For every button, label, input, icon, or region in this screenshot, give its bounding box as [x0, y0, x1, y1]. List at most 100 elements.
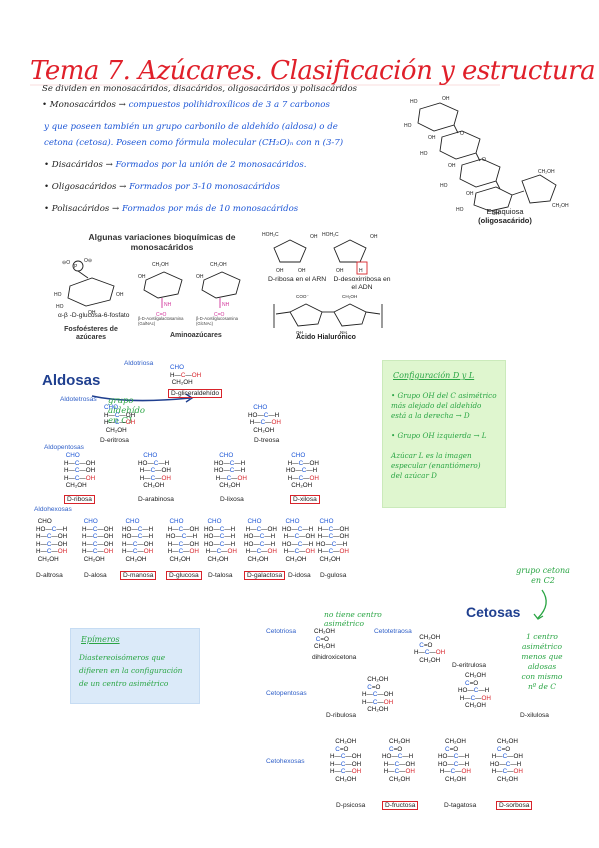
config-text: • Grupo OH del C asimétrico más alejado … — [391, 391, 497, 480]
eritrulosa-label: D-eritrulosa — [452, 662, 487, 669]
cetotriose-label: Cetotriosa — [266, 628, 297, 635]
svg-text:OH: OH — [138, 274, 146, 280]
svg-text:O: O — [482, 157, 486, 163]
ribose-caption: D-ribosa en el ARN — [268, 276, 327, 283]
aldotetroses-label: Aldotetrosas — [60, 396, 97, 403]
svg-text:NH: NH — [340, 330, 347, 335]
svg-text:CH₂OH: CH₂OH — [552, 203, 569, 209]
title-underline — [30, 84, 500, 86]
svg-text:CH₂OH: CH₂OH — [152, 262, 169, 268]
ribosa-label: D-ribosa — [64, 495, 95, 504]
phosphate-caption: α-β -D-glucosa-6-fosfato — [58, 312, 130, 319]
no-center-note: no tiene centro asimétrico — [324, 610, 382, 628]
epimers-text: Diastereoisómeros que difieren en la con… — [79, 653, 183, 688]
manosa-label: D-manosa — [120, 571, 157, 580]
svg-text:CH₂OH: CH₂OH — [538, 169, 555, 175]
phosphate-label: Fosfoésteres de azúcares — [64, 326, 118, 341]
fischer-alosa: CHO H—C—OH H—C—OH H—C—OH H—C—OH CH₂OH — [82, 518, 114, 563]
bullet-monosacaridos: • Monosacáridos → compuestos polihidroxí… — [42, 100, 330, 110]
variations-title: Algunas variaciones bioquímicas de monos… — [88, 232, 236, 252]
fischer-idosa: CHO HO—C—H H—C—OH HO—C—H H—C—OH CH₂OH — [282, 518, 315, 563]
fischer-arabinosa: CHO HO—C—H H—C—OH H—C—OH CH₂OH — [138, 452, 171, 490]
gulosa-label: D-gulosa — [320, 572, 347, 579]
fischer-xilosa: CHO H—C—OH HO—C—H H—C—OH CH₂OH — [286, 452, 319, 490]
ketone-note-arrow — [533, 589, 547, 620]
ketone-group-note: grupo cetona en C2 — [516, 566, 570, 585]
aldohexoses-label: Aldohexosas — [34, 506, 72, 513]
arabinosa-label: D-arabinosa — [138, 496, 174, 503]
fischer-glucosa: CHO H—C—OH HO—C—H H—C—OH H—C—OH CH₂OH — [166, 518, 199, 563]
svg-text:OH: OH — [88, 310, 96, 316]
aldoses-arrow — [91, 393, 194, 403]
cetotetraose-label: Cetotetraosa — [374, 628, 412, 635]
deoxyribose-caption: D-desoxirribosa en el ADN — [333, 276, 391, 291]
xilulosa-label: D-xilulosa — [520, 712, 549, 719]
psicosa-label: D-psicosa — [336, 802, 366, 809]
idosa-label: D-idosa — [288, 572, 311, 579]
alosa-label: D-alosa — [84, 572, 107, 579]
dihidroxicetona-label: dihidroxicetona — [312, 654, 357, 661]
svg-text:O⊖: O⊖ — [84, 258, 92, 264]
gliceraldehido-label: D-gliceraldehído — [168, 389, 223, 398]
galnac-caption: β-D-Acetilgalactosamina (GalNAc) — [138, 316, 184, 326]
fischer-treosa: CHO HO—C—H H—C—OH CH₂OH — [248, 404, 281, 434]
fischer-fructosa: CH₂OH C=O HO—C—H H—C—OH H—C—OH CH₂OH — [382, 738, 415, 783]
svg-text:OH: OH — [428, 135, 436, 141]
fischer-dihidroxicetona: CH₂OH C=O CH₂OH — [314, 628, 335, 651]
svg-text:HOH₂C: HOH₂C — [262, 232, 279, 238]
altrosa-label: D-altrosa — [36, 572, 63, 579]
ribulosa-label: D-ribulosa — [326, 712, 357, 719]
svg-text:OH: OH — [466, 191, 474, 197]
glucosa-label: D-glucosa — [166, 571, 202, 580]
svg-text:NH: NH — [164, 302, 172, 308]
fischer-xilulosa: CH₂OH C=O HO—C—H H—C—OH CH₂OH — [458, 672, 491, 710]
bullet-disacaridos: • Disacáridos → Formados por la unión de… — [44, 160, 307, 170]
page-title: Tema 7. Azúcares. Clasificación y estruc… — [30, 56, 596, 86]
epimers-title: Epímeros — [81, 635, 120, 644]
fischer-tagatosa: CH₂OH C=O HO—C—H HO—C—H H—C—OH CH₂OH — [438, 738, 471, 783]
svg-text:OH: OH — [296, 330, 303, 335]
bullet-polisacaridos: • Polisacáridos → Formados por más de 10… — [44, 204, 299, 214]
svg-text:COO⁻: COO⁻ — [296, 294, 309, 299]
svg-text:HO: HO — [440, 183, 448, 189]
fructosa-label: D-fructosa — [382, 801, 419, 810]
aldehyde-note: grupo aldehído en C1 — [108, 396, 146, 426]
svg-text:HO: HO — [404, 123, 412, 129]
svg-text:HO: HO — [456, 207, 464, 213]
svg-text:HO: HO — [54, 292, 62, 298]
svg-text:HO: HO — [410, 99, 418, 105]
cetohexoses-label: Cetohexosas — [266, 758, 305, 765]
svg-text:NH: NH — [222, 302, 230, 308]
galactosa-label: D-galactosa — [244, 571, 286, 580]
svg-text:OH: OH — [196, 274, 204, 280]
cetopentoses-label: Cetopentosas — [266, 690, 307, 697]
aldotriose-label: Aldotriosa — [124, 360, 154, 367]
svg-text:CH₂OH: CH₂OH — [342, 294, 357, 299]
fischer-sorbosa: CH₂OH C=O H—C—OH HO—C—H H—C—OH CH₂OH — [490, 738, 523, 783]
fischer-ribulosa: CH₂OH C=O H—C—OH H—C—OH CH₂OH — [362, 676, 394, 714]
lixosa-label: D-lixosa — [220, 496, 244, 503]
treosa-label: D-treosa — [254, 437, 280, 444]
svg-text:OH: OH — [448, 163, 456, 169]
svg-text:HO: HO — [56, 304, 64, 310]
svg-text:⊖O: ⊖O — [62, 260, 70, 266]
bullet-mono-line2: y que poseen también un grupo carbonilo … — [44, 122, 338, 132]
fischer-psicosa: CH₂OH C=O H—C—OH H—C—OH H—C—OH CH₂OH — [330, 738, 362, 783]
eritrosa-label: D-eritrosa — [100, 437, 129, 444]
bullet-oligosacaridos: • Oligosacáridos → Formados por 3-10 mon… — [44, 182, 280, 192]
config-title: Configuración D y L — [393, 371, 475, 380]
fischer-galactosa: CHO H—C—OH HO—C—H HO—C—H H—C—OH CH₂OH — [244, 518, 277, 563]
svg-text:O: O — [460, 131, 464, 137]
svg-text:C=O: C=O — [214, 312, 225, 318]
tagatosa-label: D-tagatosa — [444, 802, 477, 809]
config-panel: Configuración D y L • Grupo OH del C asi… — [382, 360, 506, 508]
fischer-lixosa: CHO HO—C—H HO—C—H H—C—OH CH₂OH — [214, 452, 247, 490]
svg-text:CH₂OH: CH₂OH — [210, 262, 227, 268]
sorbosa-label: D-sorbosa — [496, 801, 533, 810]
ketoses-heading: Cetosas — [466, 604, 521, 620]
